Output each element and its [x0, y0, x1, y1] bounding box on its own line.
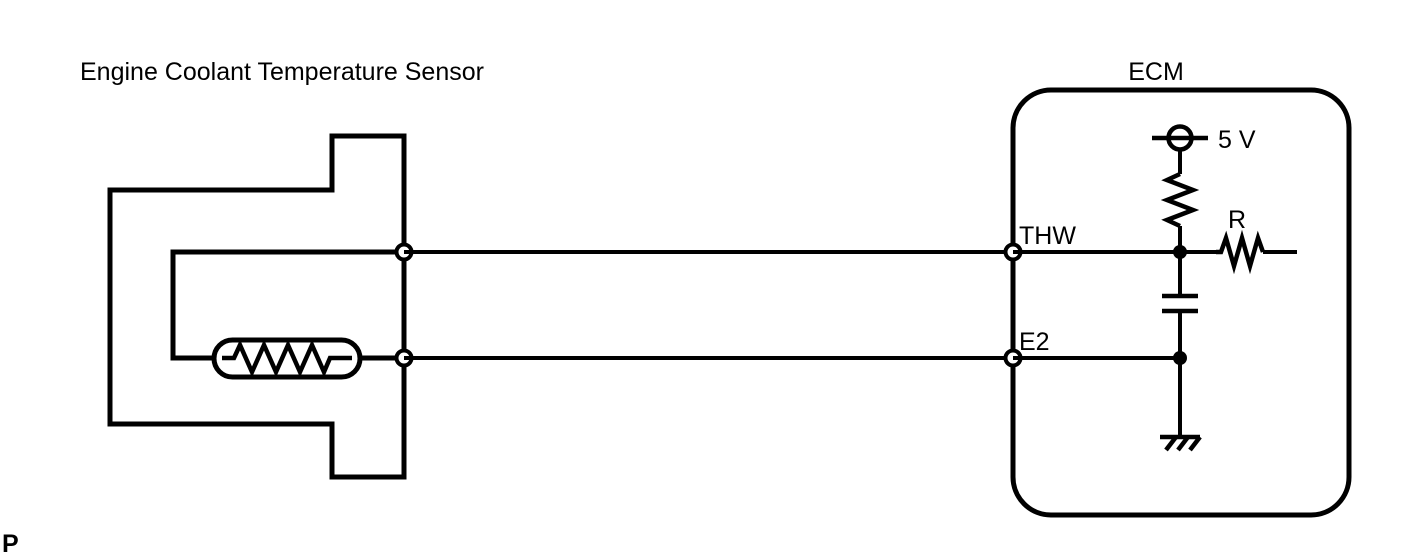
ecm-terminal-thw-label: THW: [1019, 222, 1076, 250]
junction-dot-e2: [1173, 351, 1187, 365]
junction-dot-thw: [1173, 245, 1187, 259]
corner-mark-label: P: [2, 530, 19, 558]
resistor-r-icon: [1216, 229, 1266, 275]
pullup-resistor-icon: [1160, 171, 1200, 229]
chassis-ground-icon: [1160, 434, 1202, 452]
resistor-r-label: R: [1228, 206, 1246, 234]
ecm-enclosure: [1010, 87, 1352, 518]
ecm-title-label: ECM: [1128, 58, 1184, 86]
sensor-housing-outline: [107, 133, 407, 480]
ecm-terminal-e2-label: E2: [1019, 328, 1050, 356]
supply-voltage-label: 5 V: [1218, 126, 1256, 154]
thermistor-zigzag-icon: [222, 339, 352, 378]
sensor-title-label: Engine Coolant Temperature Sensor: [80, 58, 484, 86]
